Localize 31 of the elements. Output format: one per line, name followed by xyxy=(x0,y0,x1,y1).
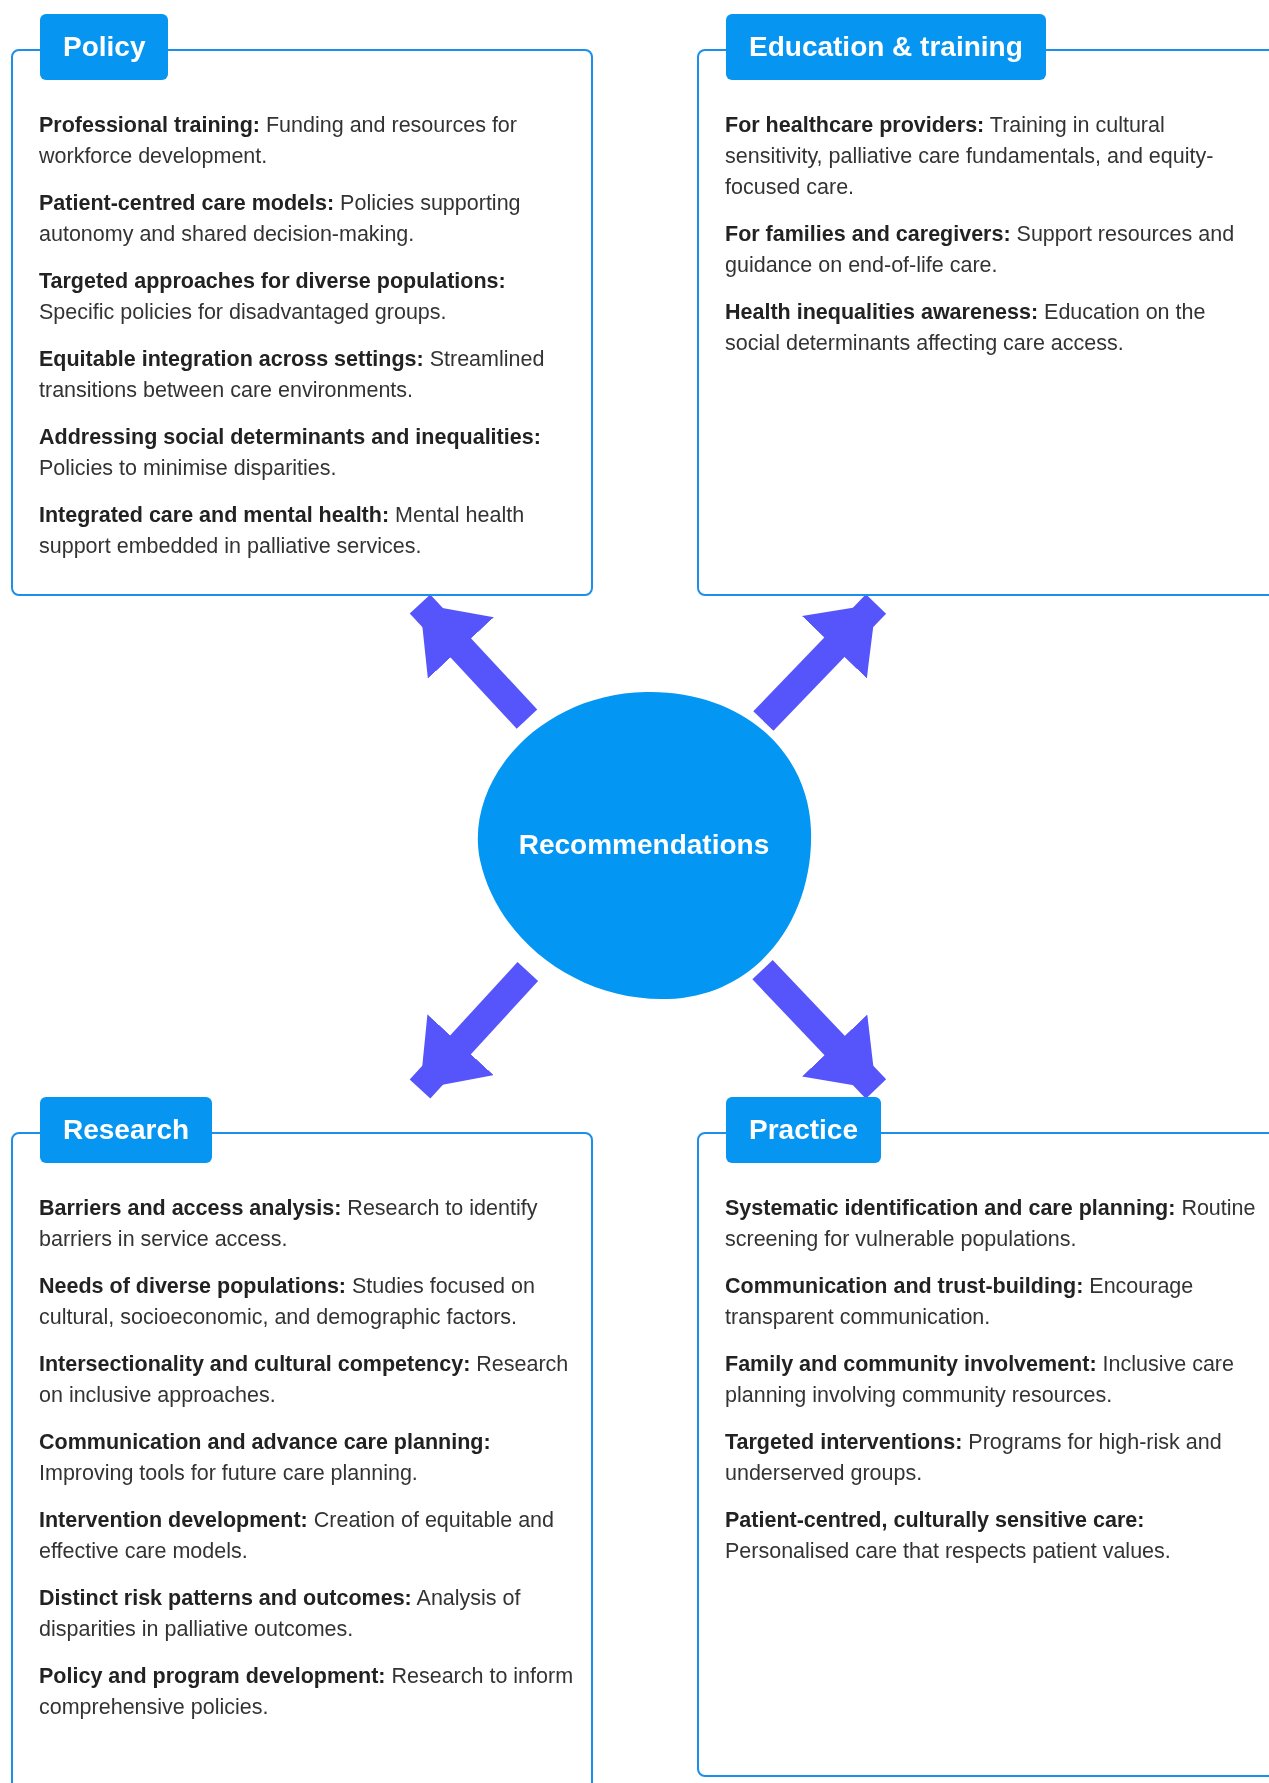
recommendation-text: Patient-centred, culturally sensitive care: Personalised care that respects patient values. xyxy=(725,1507,1172,1565)
heading-tab: Practice xyxy=(726,1097,881,1163)
recommendation-text: For families and caregivers: Support resources and guidance on end-of-life care. xyxy=(725,221,1236,279)
recommendation-text: Distinct risk patterns and outcomes: Analysis of disparities in palliative outcomes. xyxy=(39,1585,522,1643)
recommendation-text: Communication and trust-building: Encourage transparent communication. xyxy=(725,1273,1195,1331)
heading-tab: Education & training xyxy=(726,14,1046,80)
recommendation-text: Targeted approaches for diverse populations: Specific policies for disadvantaged groups. xyxy=(39,268,507,326)
recommendation-text: Policy and program development: Research to inform comprehensive policies. xyxy=(39,1663,575,1721)
heading-tab: Research xyxy=(40,1097,213,1163)
recommendations-blob xyxy=(476,690,812,1000)
recommendation-text: Communication and advance care planning: Improving tools for future care planning. xyxy=(39,1429,492,1487)
recommendation-text: Systematic identification and care planning: Routine screening for vulnerable populations. xyxy=(725,1195,1257,1253)
recommendation-text: Intervention development: Creation of equitable and effective care models. xyxy=(39,1507,556,1565)
recommendation-text: Integrated care and mental health: Mental health support embedded in palliative services. xyxy=(39,502,526,560)
recommendation-text: Family and community involvement: Inclusive care planning involving community resources. xyxy=(725,1351,1235,1409)
arrow xyxy=(752,960,887,1099)
heading-tab: Policy xyxy=(40,14,169,80)
blob-label: Recommendations xyxy=(517,829,771,861)
recommendation-text: Equitable integration across settings: Streamlined transitions between care environments. xyxy=(39,346,546,404)
recommendation-text: Patient-centred care models: Policies supporting autonomy and shared decision-making. xyxy=(39,190,522,248)
recommendation-text: For healthcare providers: Training in cultural sensitivity, palliative care fundamentals, and equity-focused care. xyxy=(725,112,1215,201)
recommendation-text: Barriers and access analysis: Research to identify barriers in service access. xyxy=(39,1195,539,1253)
recommendation-text: Intersectionality and cultural competency: Research on inclusive approaches. xyxy=(39,1351,570,1409)
recommendation-text: Professional training: Funding and resources for workforce development. xyxy=(39,112,518,170)
arrow xyxy=(409,962,539,1099)
recommendation-text: Health inequalities awareness: Education on the social determinants affecting care access. xyxy=(725,299,1207,357)
recommendation-text: Needs of diverse populations: Studies focused on cultural, socioeconomic, and demographic factors. xyxy=(39,1273,536,1331)
arrow xyxy=(753,594,887,731)
arrow xyxy=(409,594,538,729)
recommendation-text: Targeted interventions: Programs for high-risk and underserved groups. xyxy=(725,1429,1223,1487)
recommendation-text: Addressing social determinants and inequalities: Policies to minimise disparities. xyxy=(39,424,542,482)
